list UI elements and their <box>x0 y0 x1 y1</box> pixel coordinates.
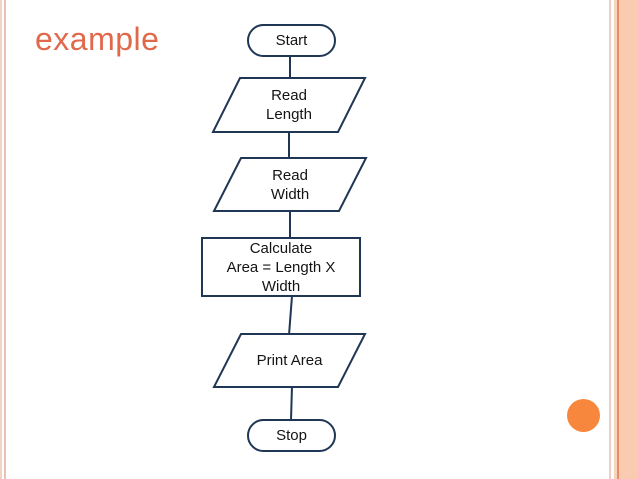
edge-printarea-stop <box>290 385 293 421</box>
right-edge-band <box>619 0 638 479</box>
left-edge-stripe-outer <box>0 0 2 479</box>
process-rect-calculate <box>201 237 361 297</box>
node-label-print-area: Print Area <box>256 352 323 369</box>
accent-circle <box>567 399 600 432</box>
node-label-read-length: Read Length <box>266 87 312 123</box>
node-label-stop: Stop <box>276 427 307 444</box>
edge-calculate-printarea <box>288 295 293 336</box>
slide-title: example <box>35 21 160 57</box>
right-edge-stripe-2 <box>614 0 617 479</box>
terminator-shape-stop <box>247 419 336 452</box>
node-label-read-width: Read Width <box>270 166 310 203</box>
node-label-calculate: Calculate Area = Length X Width <box>226 239 336 295</box>
io-parallelogram-read-width <box>212 157 368 212</box>
right-edge-stripe-1 <box>609 0 611 479</box>
node-label-start: Start <box>275 32 308 49</box>
terminator-shape-start <box>247 24 336 57</box>
left-edge-stripe-inner <box>4 0 6 479</box>
io-parallelogram-read-length <box>211 77 367 133</box>
io-parallelogram-print-area <box>212 333 367 388</box>
right-edge-stripe-3 <box>617 0 619 479</box>
